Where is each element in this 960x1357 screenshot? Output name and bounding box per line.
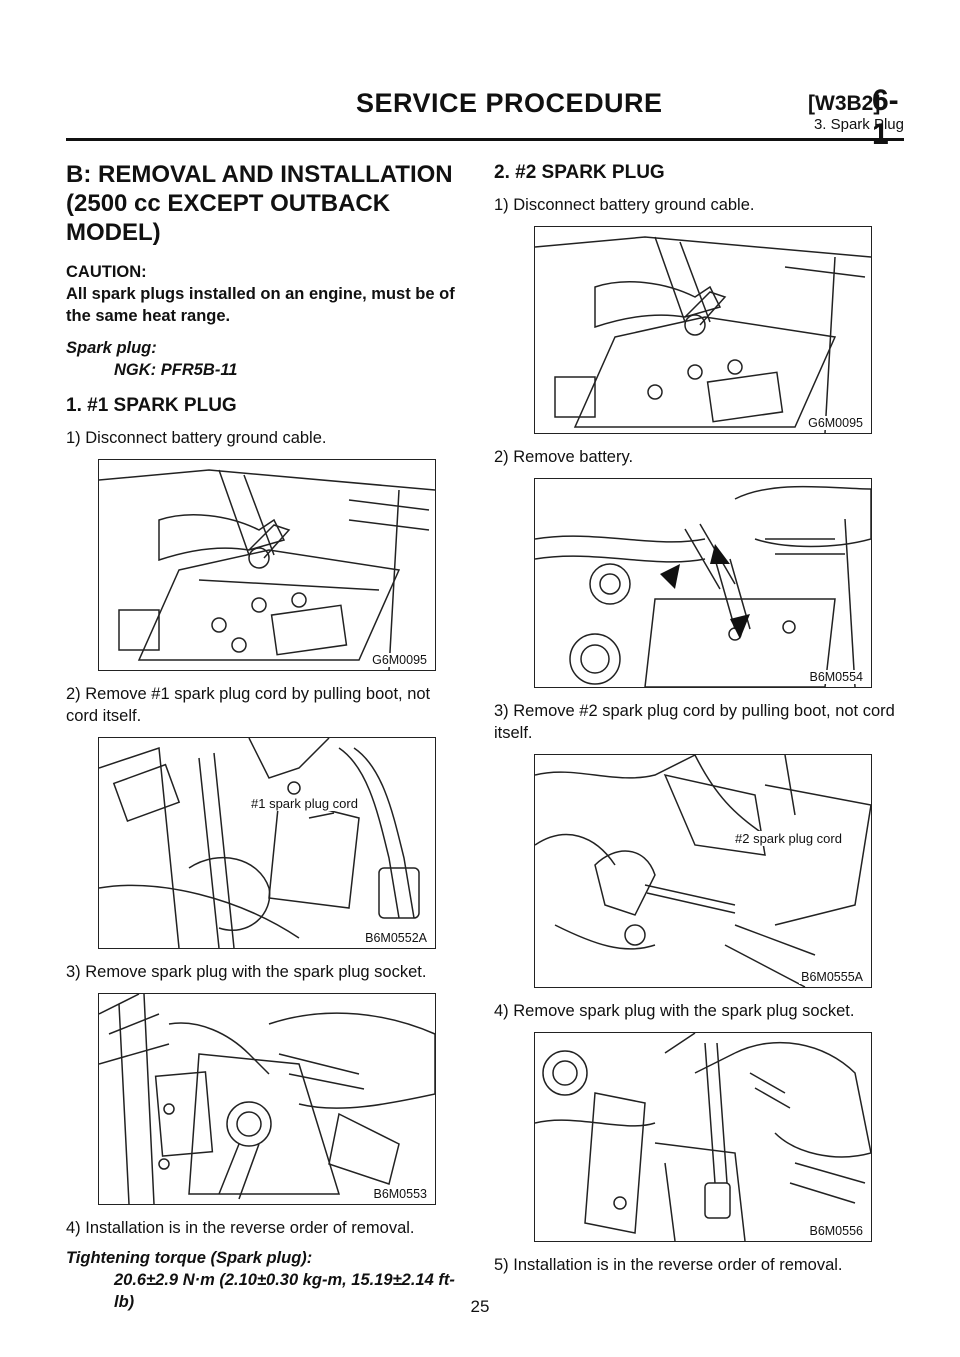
plug-cord-2-figure: #2 spark plug cord B6M0555A [534,754,872,988]
figure-code: B6M0552A [363,931,429,945]
caution-title: CAUTION: [66,263,147,281]
spark-plug-value: NGK: PFR5B-11 [114,361,238,379]
left-step-1: 1) Disconnect battery ground cable. [66,429,327,447]
plug-socket-1-figure: B6M0553 [98,993,436,1205]
figure-code: B6M0555A [799,970,865,984]
figure-code: G6M0095 [370,653,429,667]
battery-cable-figure-2: G6M0095 [534,226,872,434]
header-code: [W3B2] [808,92,881,115]
left-column: B: REMOVAL AND INSTALLATION (2500 cc EXC… [66,160,462,1321]
figure-code: B6M0554 [807,670,865,684]
plug-cord-1-figure: #1 spark plug cord B6M0552A [98,737,436,949]
plug-cord-2-callout: #2 spark plug cord [733,831,844,846]
plug-socket-2-figure: B6M0556 [534,1032,872,1242]
plug-cord-1-callout: #1 spark plug cord [249,796,360,811]
torque-label: Tightening torque (Spark plug): [66,1249,313,1267]
figure-code: B6M0553 [371,1187,429,1201]
right-column: 2. #2 SPARK PLUG 1) Disconnect battery g… [494,160,904,1284]
left-step-3: 3) Remove spark plug with the spark plug… [66,963,427,981]
right-step-2: 2) Remove battery. [494,448,634,466]
battery-cable-illustration [99,469,435,670]
page-number: 25 [470,1297,490,1316]
plug-cord-1-illustration [99,738,420,948]
figure-code: B6M0556 [807,1224,865,1238]
subheading-plug1: 1. #1 SPARK PLUG [66,395,237,416]
remove-battery-illustration [535,485,871,687]
caution-text: All spark plugs installed on an engine, … [66,285,455,325]
battery-cable-figure: G6M0095 [98,459,436,671]
remove-battery-figure: B6M0554 [534,478,872,688]
header-title: SERVICE PROCEDURE [356,88,663,118]
left-step-4: 4) Installation is in the reverse order … [66,1219,415,1237]
plug-socket-1-illustration [99,994,435,1204]
header-section: 6-1 [872,84,899,151]
spark-plug-label: Spark plug: [66,339,157,357]
header-rule [66,138,904,141]
figure-code: G6M0095 [806,416,865,430]
section-heading: B: REMOVAL AND INSTALLATION (2500 cc EXC… [66,161,453,246]
battery-cable-illustration-2 [535,236,871,433]
right-step-4: 4) Remove spark plug with the spark plug… [494,1002,855,1020]
subheading-plug2: 2. #2 SPARK PLUG [494,162,665,183]
torque-value: 20.6±2.9 N·m (2.10±0.30 kg-m, 15.19±2.14… [114,1271,455,1311]
plug-socket-2-illustration [535,1033,871,1241]
right-step-5: 5) Installation is in the reverse order … [494,1256,843,1274]
right-step-1: 1) Disconnect battery ground cable. [494,196,755,214]
plug-cord-2-illustration [535,755,871,987]
header-subtitle: 3. Spark Plug [813,116,904,133]
right-step-3: 3) Remove #2 spark plug cord by pulling … [494,702,895,742]
left-step-2: 2) Remove #1 spark plug cord by pulling … [66,685,431,725]
